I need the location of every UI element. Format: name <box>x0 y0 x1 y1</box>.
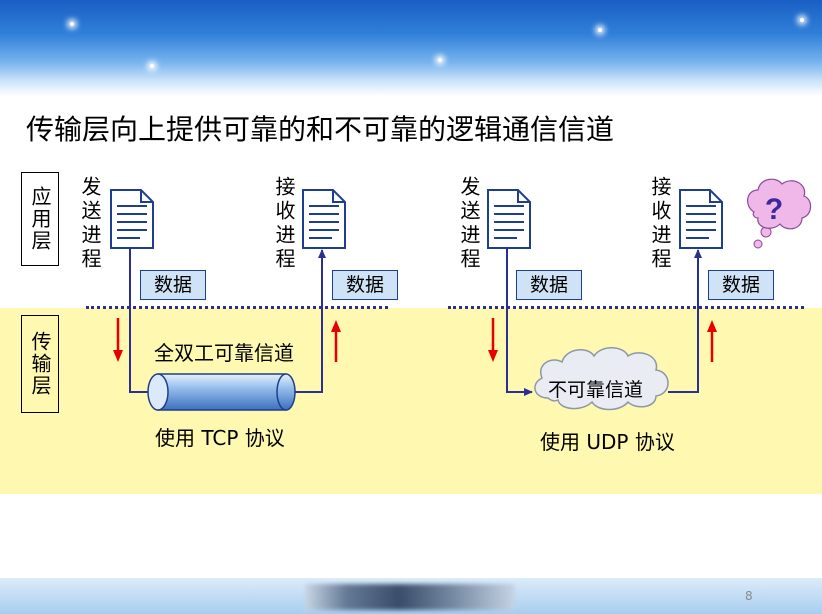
udp-protocol-label: 使用 UDP 协议 <box>540 430 675 454</box>
tcp-channel-label: 全双工可靠信道 <box>154 341 294 365</box>
down-arrow-icon <box>488 318 498 362</box>
tcp-receiver-label: 接收进程 <box>272 176 296 272</box>
tcp-sender-label: 发送进程 <box>78 176 102 272</box>
application-layer-label: 应用层 <box>21 172 59 266</box>
sparkle-decoration <box>438 58 442 62</box>
transport-layer-band <box>0 308 822 494</box>
udp-flow-path <box>506 248 702 396</box>
document-icon <box>110 189 154 249</box>
document-icon <box>487 189 531 249</box>
sparkle-decoration <box>150 64 154 68</box>
header-banner <box>0 0 822 96</box>
up-arrow-icon <box>331 320 341 362</box>
sparkle-decoration <box>70 22 74 26</box>
udp-channel-label: 不可靠信道 <box>548 379 644 401</box>
document-icon <box>679 189 723 249</box>
udp-receiver-label: 接收进程 <box>648 176 672 272</box>
udp-recv-data-box: 数据 <box>708 270 774 300</box>
question-thought-bubble-icon: ? <box>747 178 812 249</box>
tcp-protocol-label: 使用 TCP 协议 <box>155 426 285 450</box>
layer-boundary-tcp <box>86 306 388 309</box>
tcp-send-data-box: 数据 <box>140 270 206 300</box>
tcp-pipe-icon <box>147 373 296 411</box>
layer-boundary-udp <box>448 306 804 309</box>
slide-title: 传输层向上提供可靠的和不可靠的逻辑通信信道 <box>26 113 615 146</box>
transport-layer-label: 传输层 <box>21 315 59 413</box>
up-arrow-icon <box>707 320 717 362</box>
sparkle-decoration <box>598 28 602 32</box>
tcp-recv-data-box: 数据 <box>332 270 398 300</box>
down-arrow-icon <box>113 318 123 362</box>
page-number: 8 <box>745 589 753 603</box>
sparkle-decoration <box>800 18 804 22</box>
question-mark: ? <box>765 193 783 226</box>
cloud-icon <box>534 347 669 411</box>
document-icon <box>302 189 346 249</box>
udp-send-data-box: 数据 <box>516 270 582 300</box>
udp-sender-label: 发送进程 <box>457 176 481 272</box>
footer-watermark-logo <box>305 584 515 610</box>
